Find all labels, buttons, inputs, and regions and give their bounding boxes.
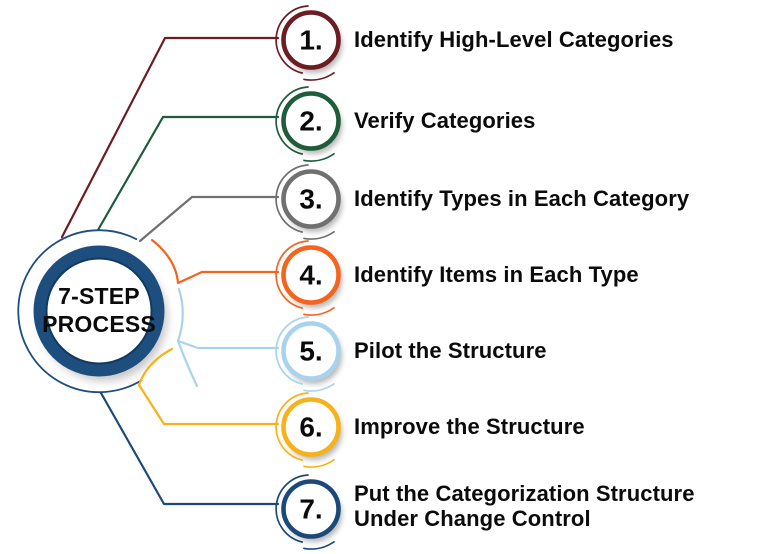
step-circle-3 xyxy=(281,169,341,229)
connector-line-5 xyxy=(176,339,280,350)
step-left-arc-6 xyxy=(275,392,309,461)
step-swoosh-arc-7 xyxy=(303,540,335,550)
step-circle-group-4: 4. xyxy=(275,240,342,316)
step-number-2: 2. xyxy=(299,106,322,137)
step-circle-1 xyxy=(281,10,341,70)
step-circle-5 xyxy=(281,321,341,381)
step-left-arc-1 xyxy=(275,5,309,74)
step-label-2: Verify Categories xyxy=(354,108,536,133)
center-circle-ring xyxy=(33,245,165,377)
step-circle-group-7: 7. xyxy=(275,474,342,550)
step-label-1: Identify High-Level Categories xyxy=(354,27,674,52)
step-circle-6 xyxy=(281,397,341,457)
step-number-6: 6. xyxy=(299,412,322,443)
step-circle-4 xyxy=(281,245,341,305)
step-number-1: 1. xyxy=(299,25,322,56)
step-label-6: Improve the Structure xyxy=(354,414,585,439)
step-circle-7 xyxy=(281,479,341,539)
connector-line-3 xyxy=(138,195,280,243)
center-process-label: 7-STEP PROCESS xyxy=(42,283,156,337)
step-number-7: 7. xyxy=(299,494,322,525)
step-swoosh-arc-2 xyxy=(303,152,335,162)
step-circle-group-6: 6. xyxy=(275,392,342,468)
connector-line-6 xyxy=(137,347,280,426)
step-label-7: Put the Categorization Structure Under C… xyxy=(354,481,695,531)
step-swoosh-arc-1 xyxy=(303,71,335,81)
step-label-5: Pilot the Structure xyxy=(354,338,547,363)
step-swoosh-arc-6 xyxy=(303,458,335,468)
connector-line-4 xyxy=(150,238,280,285)
step-left-arc-3 xyxy=(275,164,309,233)
step-circle-group-1: 1. xyxy=(275,5,342,81)
connector-line-7 xyxy=(99,391,280,506)
step-label-4: Identify Items in Each Type xyxy=(354,262,639,287)
connector-line-2 xyxy=(96,115,280,232)
center-circle-inner-edge xyxy=(45,257,153,365)
step-left-arc-4 xyxy=(275,240,309,309)
step-circle-group-2: 2. xyxy=(275,86,342,162)
center-outer-arc xyxy=(17,229,143,394)
step-circle-group-3: 3. xyxy=(275,164,342,240)
step-circle-2 xyxy=(281,91,341,151)
step-number-5: 5. xyxy=(299,336,322,367)
step-number-4: 4. xyxy=(299,260,322,291)
connector-line-1 xyxy=(60,36,280,239)
step-swoosh-arc-5 xyxy=(303,382,335,392)
step-swoosh-arc-4 xyxy=(303,306,335,316)
step-left-arc-2 xyxy=(275,86,309,155)
step-number-3: 3. xyxy=(299,184,322,215)
connector-arc-5 xyxy=(176,287,199,388)
step-left-arc-7 xyxy=(275,474,309,543)
step-circle-group-5: 5. xyxy=(275,316,342,392)
step-left-arc-5 xyxy=(275,316,309,385)
step-label-3: Identify Types in Each Category xyxy=(354,186,690,211)
step-swoosh-arc-3 xyxy=(303,230,335,240)
